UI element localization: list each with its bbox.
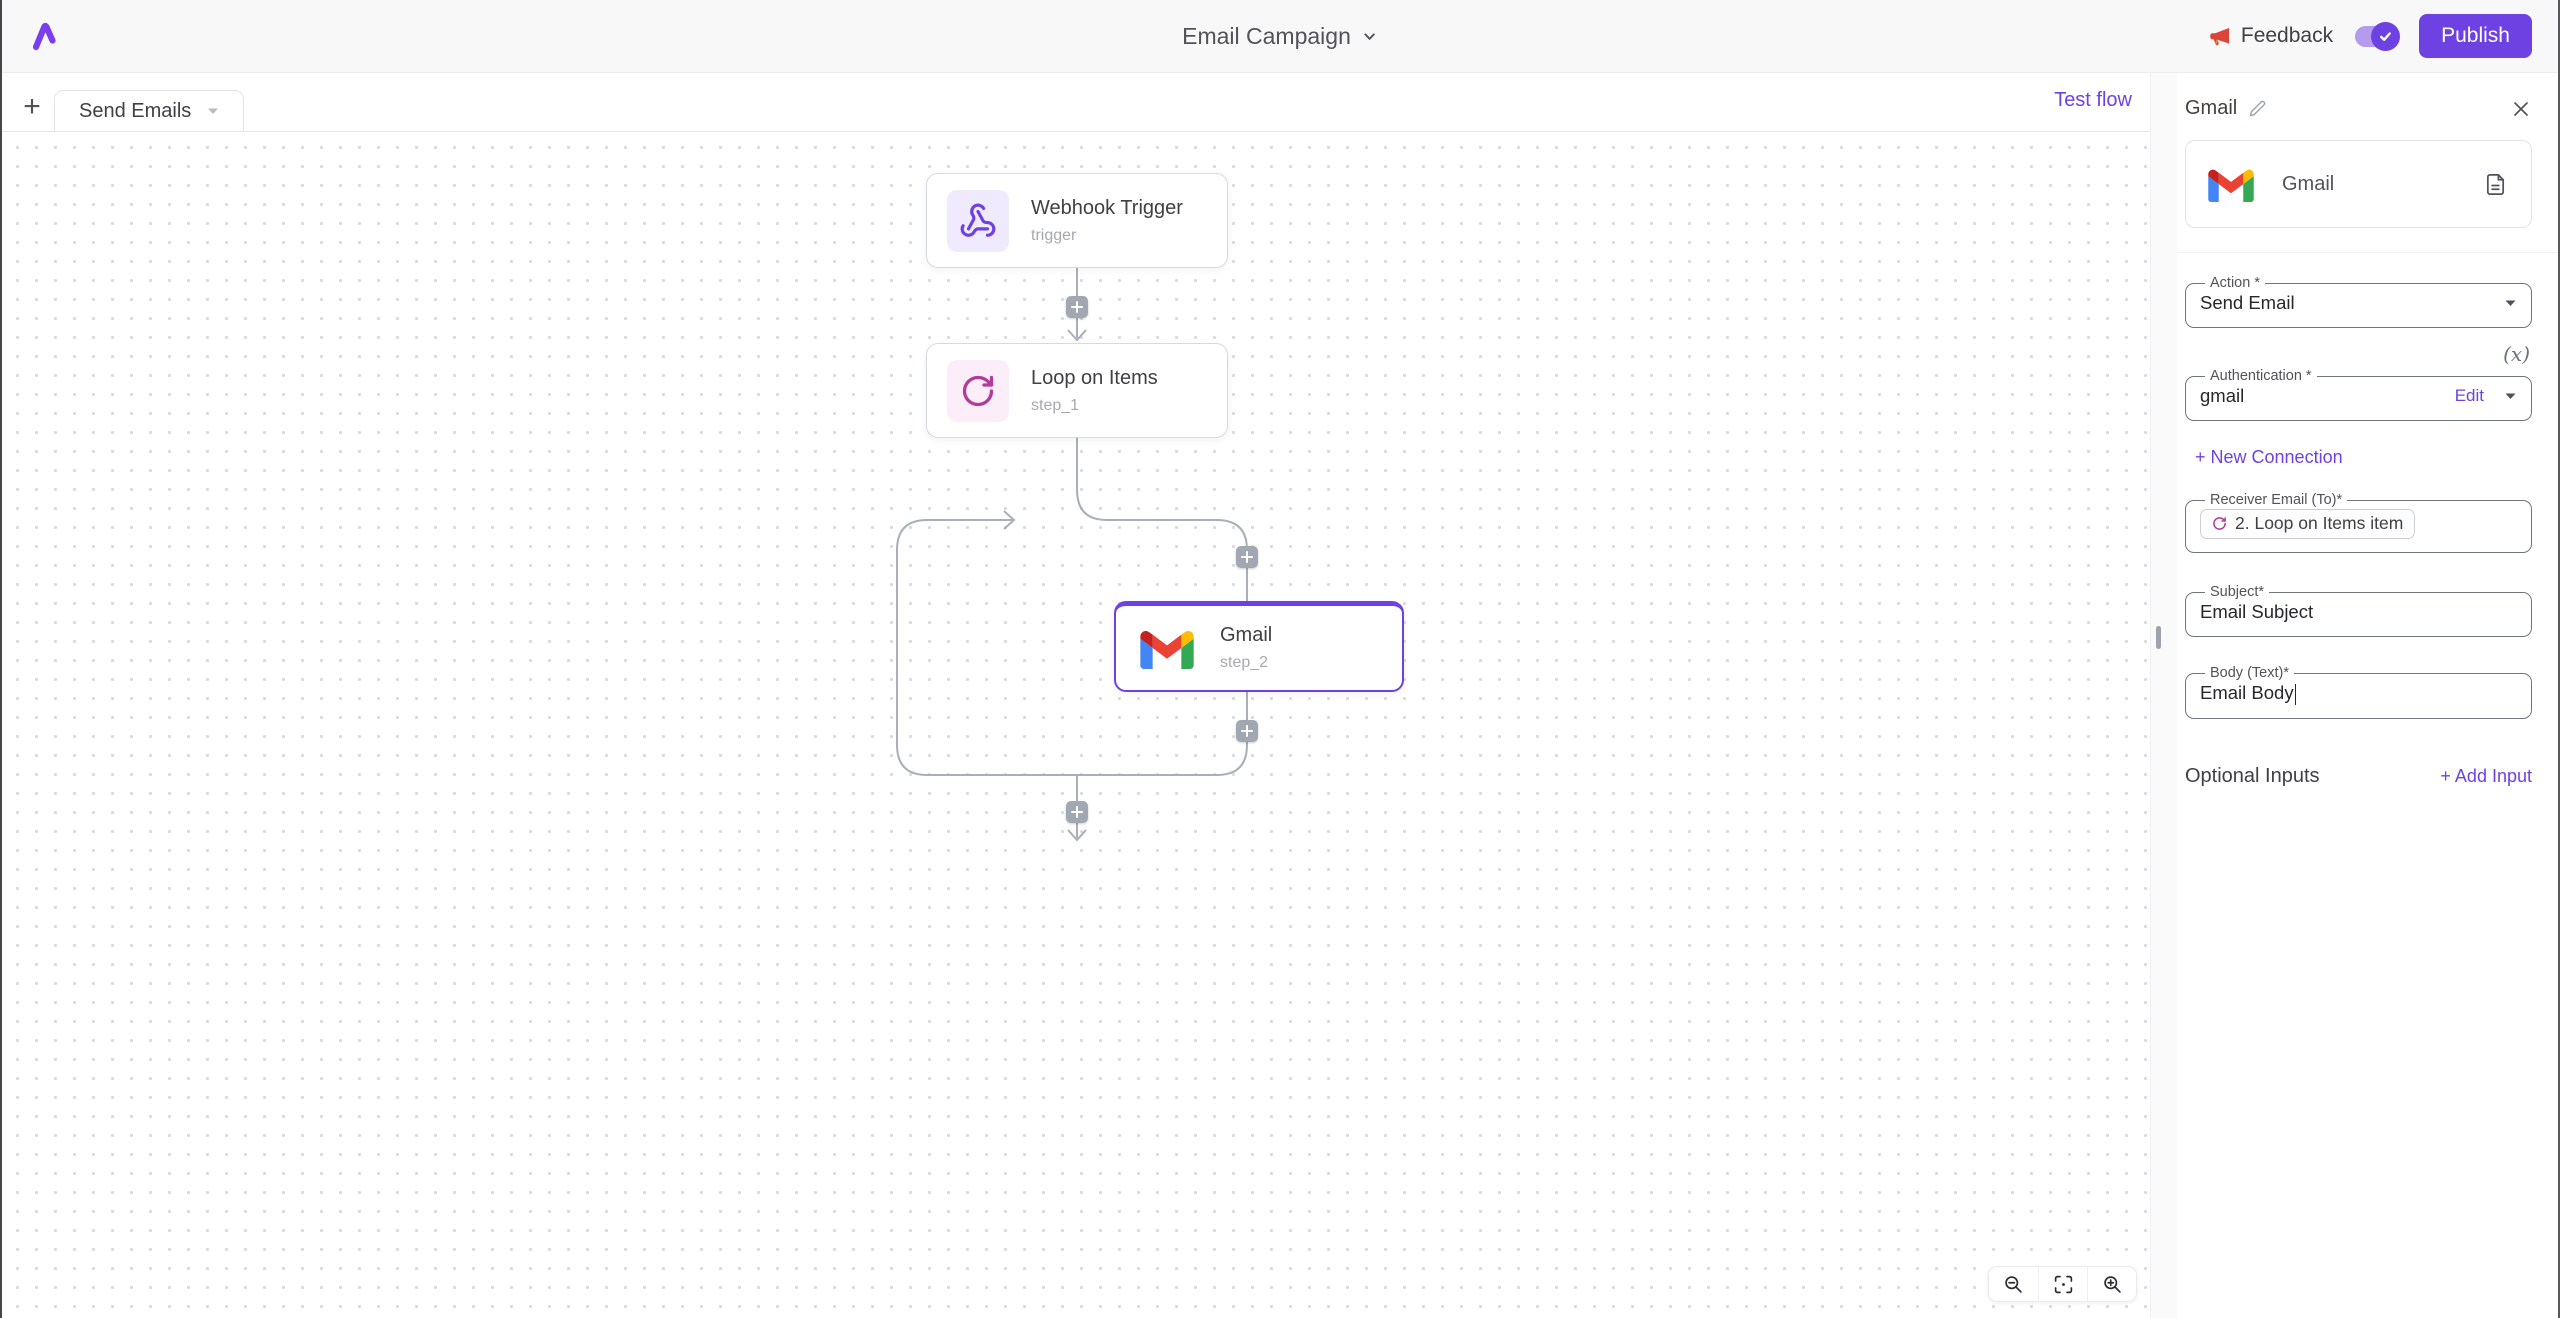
- subject-label: Subject*: [2210, 584, 2265, 600]
- node-texts: Webhook Trigger trigger: [1031, 197, 1183, 245]
- gmail-icon: [2208, 169, 2254, 202]
- zoom-in-icon: [2103, 1275, 2121, 1293]
- node-webhook-trigger[interactable]: Webhook Trigger trigger: [926, 173, 1228, 268]
- plus-icon: [1241, 551, 1253, 563]
- node-title: Webhook Trigger: [1031, 196, 1183, 219]
- plus-icon: [1071, 301, 1083, 313]
- action-select[interactable]: Action * Send Email: [2185, 275, 2532, 328]
- activepieces-logo-icon: [32, 22, 56, 51]
- node-texts: Gmail step_2: [1220, 624, 1272, 672]
- flow-title-menu[interactable]: Email Campaign: [1182, 23, 1378, 50]
- caret-down-icon: [2505, 300, 2516, 306]
- flow-tabstrip: + Send Emails Test flow: [2, 73, 2150, 132]
- fit-view-button[interactable]: [2038, 1267, 2087, 1301]
- close-panel-button[interactable]: [2510, 98, 2532, 120]
- add-flow-button[interactable]: +: [23, 90, 41, 123]
- authentication-value: gmail: [2200, 385, 2245, 406]
- body-field[interactable]: Body (Text)* Email Body: [2185, 665, 2532, 719]
- document-icon: [2486, 173, 2505, 195]
- zoom-in-button[interactable]: [2087, 1267, 2136, 1301]
- add-step-button[interactable]: [1066, 296, 1088, 318]
- caret-down-icon: [2505, 393, 2516, 399]
- topbar-actions: Feedback Publish: [2208, 14, 2532, 58]
- flow-tab[interactable]: Send Emails: [54, 90, 245, 131]
- flow-canvas[interactable]: Webhook Trigger trigger Loop on Items: [2, 132, 2150, 1318]
- add-step-button[interactable]: [1066, 801, 1088, 823]
- node-texts: Loop on Items step_1: [1031, 367, 1158, 415]
- loop-item-token[interactable]: 2. Loop on Items item: [2200, 509, 2416, 539]
- app-name: Gmail: [2282, 172, 2335, 195]
- subject-field[interactable]: Subject* Email Subject: [2185, 584, 2532, 637]
- action-value: Send Email: [2200, 292, 2295, 313]
- node-gmail[interactable]: Gmail step_2: [1114, 601, 1404, 692]
- topbar: Email Campaign Feedback Publish: [2, 0, 2558, 73]
- canvas-column: + Send Emails Test flow: [2, 73, 2150, 1318]
- add-input-link[interactable]: + Add Input: [2440, 765, 2532, 786]
- body-value: Email Body: [2200, 682, 2296, 705]
- loop-icon: [2213, 517, 2226, 530]
- zoom-out-icon: [2005, 1275, 2022, 1293]
- plus-icon: [1241, 725, 1253, 737]
- panel-header: Gmail: [2185, 73, 2532, 128]
- feedback-label: Feedback: [2240, 24, 2334, 47]
- toggle-thumb: [2371, 21, 2401, 51]
- docs-button[interactable]: [2482, 171, 2509, 198]
- zoom-out-button[interactable]: [1989, 1267, 2038, 1301]
- feedback-link[interactable]: Feedback: [2208, 24, 2333, 48]
- add-step-button[interactable]: [1236, 720, 1258, 742]
- gmail-icon: [1136, 617, 1198, 679]
- node-subtitle: step_2: [1220, 654, 1269, 671]
- node-title: Gmail: [1220, 624, 1273, 646]
- node-title: Loop on Items: [1031, 366, 1158, 389]
- test-flow-button[interactable]: Test flow: [2054, 89, 2132, 111]
- webhook-icon: [947, 189, 1009, 252]
- resizer-handle-icon: [2156, 626, 2161, 649]
- insert-variable-icon[interactable]: (x): [2503, 342, 2530, 366]
- main-area: + Send Emails Test flow: [2, 73, 2558, 1318]
- node-subtitle: step_1: [1031, 396, 1080, 414]
- pencil-icon: [2249, 100, 2266, 117]
- step-settings-panel: Gmail Gmail: [2177, 73, 2558, 1318]
- body-label: Body (Text)*: [2210, 665, 2289, 681]
- authentication-select[interactable]: Authentication * gmail Edit: [2185, 368, 2532, 421]
- publish-button[interactable]: Publish: [2419, 14, 2532, 58]
- panel-resizer[interactable]: [2150, 73, 2177, 1318]
- plus-icon: [1071, 806, 1083, 818]
- subject-value: Email Subject: [2200, 601, 2314, 622]
- flow-tab-label: Send Emails: [79, 99, 192, 122]
- chevron-down-icon: [1364, 32, 1375, 40]
- optional-inputs-row: Optional Inputs + Add Input: [2185, 765, 2532, 788]
- caret-down-icon: [208, 108, 219, 114]
- add-step-button[interactable]: [1236, 546, 1258, 568]
- node-loop-on-items[interactable]: Loop on Items step_1: [926, 343, 1228, 438]
- receiver-email-field[interactable]: Receiver Email (To)* 2. Loop on Items it…: [2185, 492, 2532, 553]
- loop-icon: [947, 359, 1009, 422]
- optional-inputs-title: Optional Inputs: [2185, 764, 2320, 787]
- rename-step-button[interactable]: [2247, 98, 2268, 119]
- megaphone-icon: [2210, 28, 2229, 46]
- flow-title: Email Campaign: [1182, 22, 1351, 49]
- edit-connection-link[interactable]: Edit: [2454, 386, 2484, 405]
- close-icon: [2514, 101, 2528, 116]
- publish-toggle[interactable]: [2355, 21, 2401, 51]
- app-card: Gmail: [2185, 140, 2532, 228]
- fit-view-icon: [2054, 1275, 2072, 1293]
- divider: [2177, 252, 2558, 253]
- canvas-zoom-controls: [1988, 1266, 2137, 1302]
- authentication-label: Authentication *: [2210, 368, 2312, 384]
- check-icon: [2380, 31, 2392, 41]
- receiver-email-label: Receiver Email (To)*: [2210, 492, 2343, 508]
- loop-item-token-label: 2. Loop on Items item: [2235, 513, 2404, 533]
- action-label: Action *: [2210, 275, 2260, 291]
- node-subtitle: trigger: [1031, 226, 1077, 244]
- text-cursor: [2294, 683, 2296, 705]
- panel-title: Gmail: [2185, 97, 2238, 119]
- new-connection-link[interactable]: + New Connection: [2195, 447, 2343, 467]
